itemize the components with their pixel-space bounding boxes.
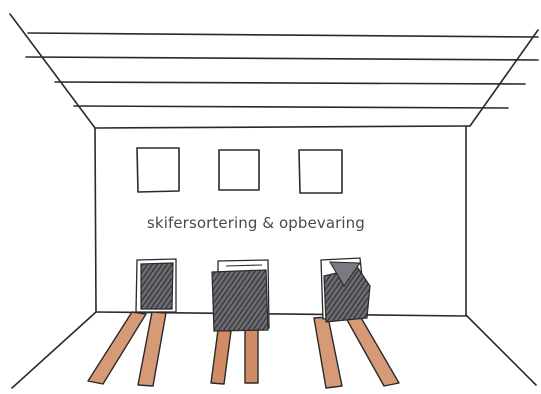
ceiling-planks <box>26 33 538 108</box>
caption-label: skifersortering & opbevaring <box>147 214 365 232</box>
slate-stack-right <box>321 258 370 322</box>
slate-stack-center <box>212 260 269 331</box>
window-right <box>299 150 342 193</box>
window-left <box>137 148 179 192</box>
slate-stack-left <box>136 259 176 312</box>
window-center <box>219 150 259 190</box>
room-edges <box>10 14 538 388</box>
